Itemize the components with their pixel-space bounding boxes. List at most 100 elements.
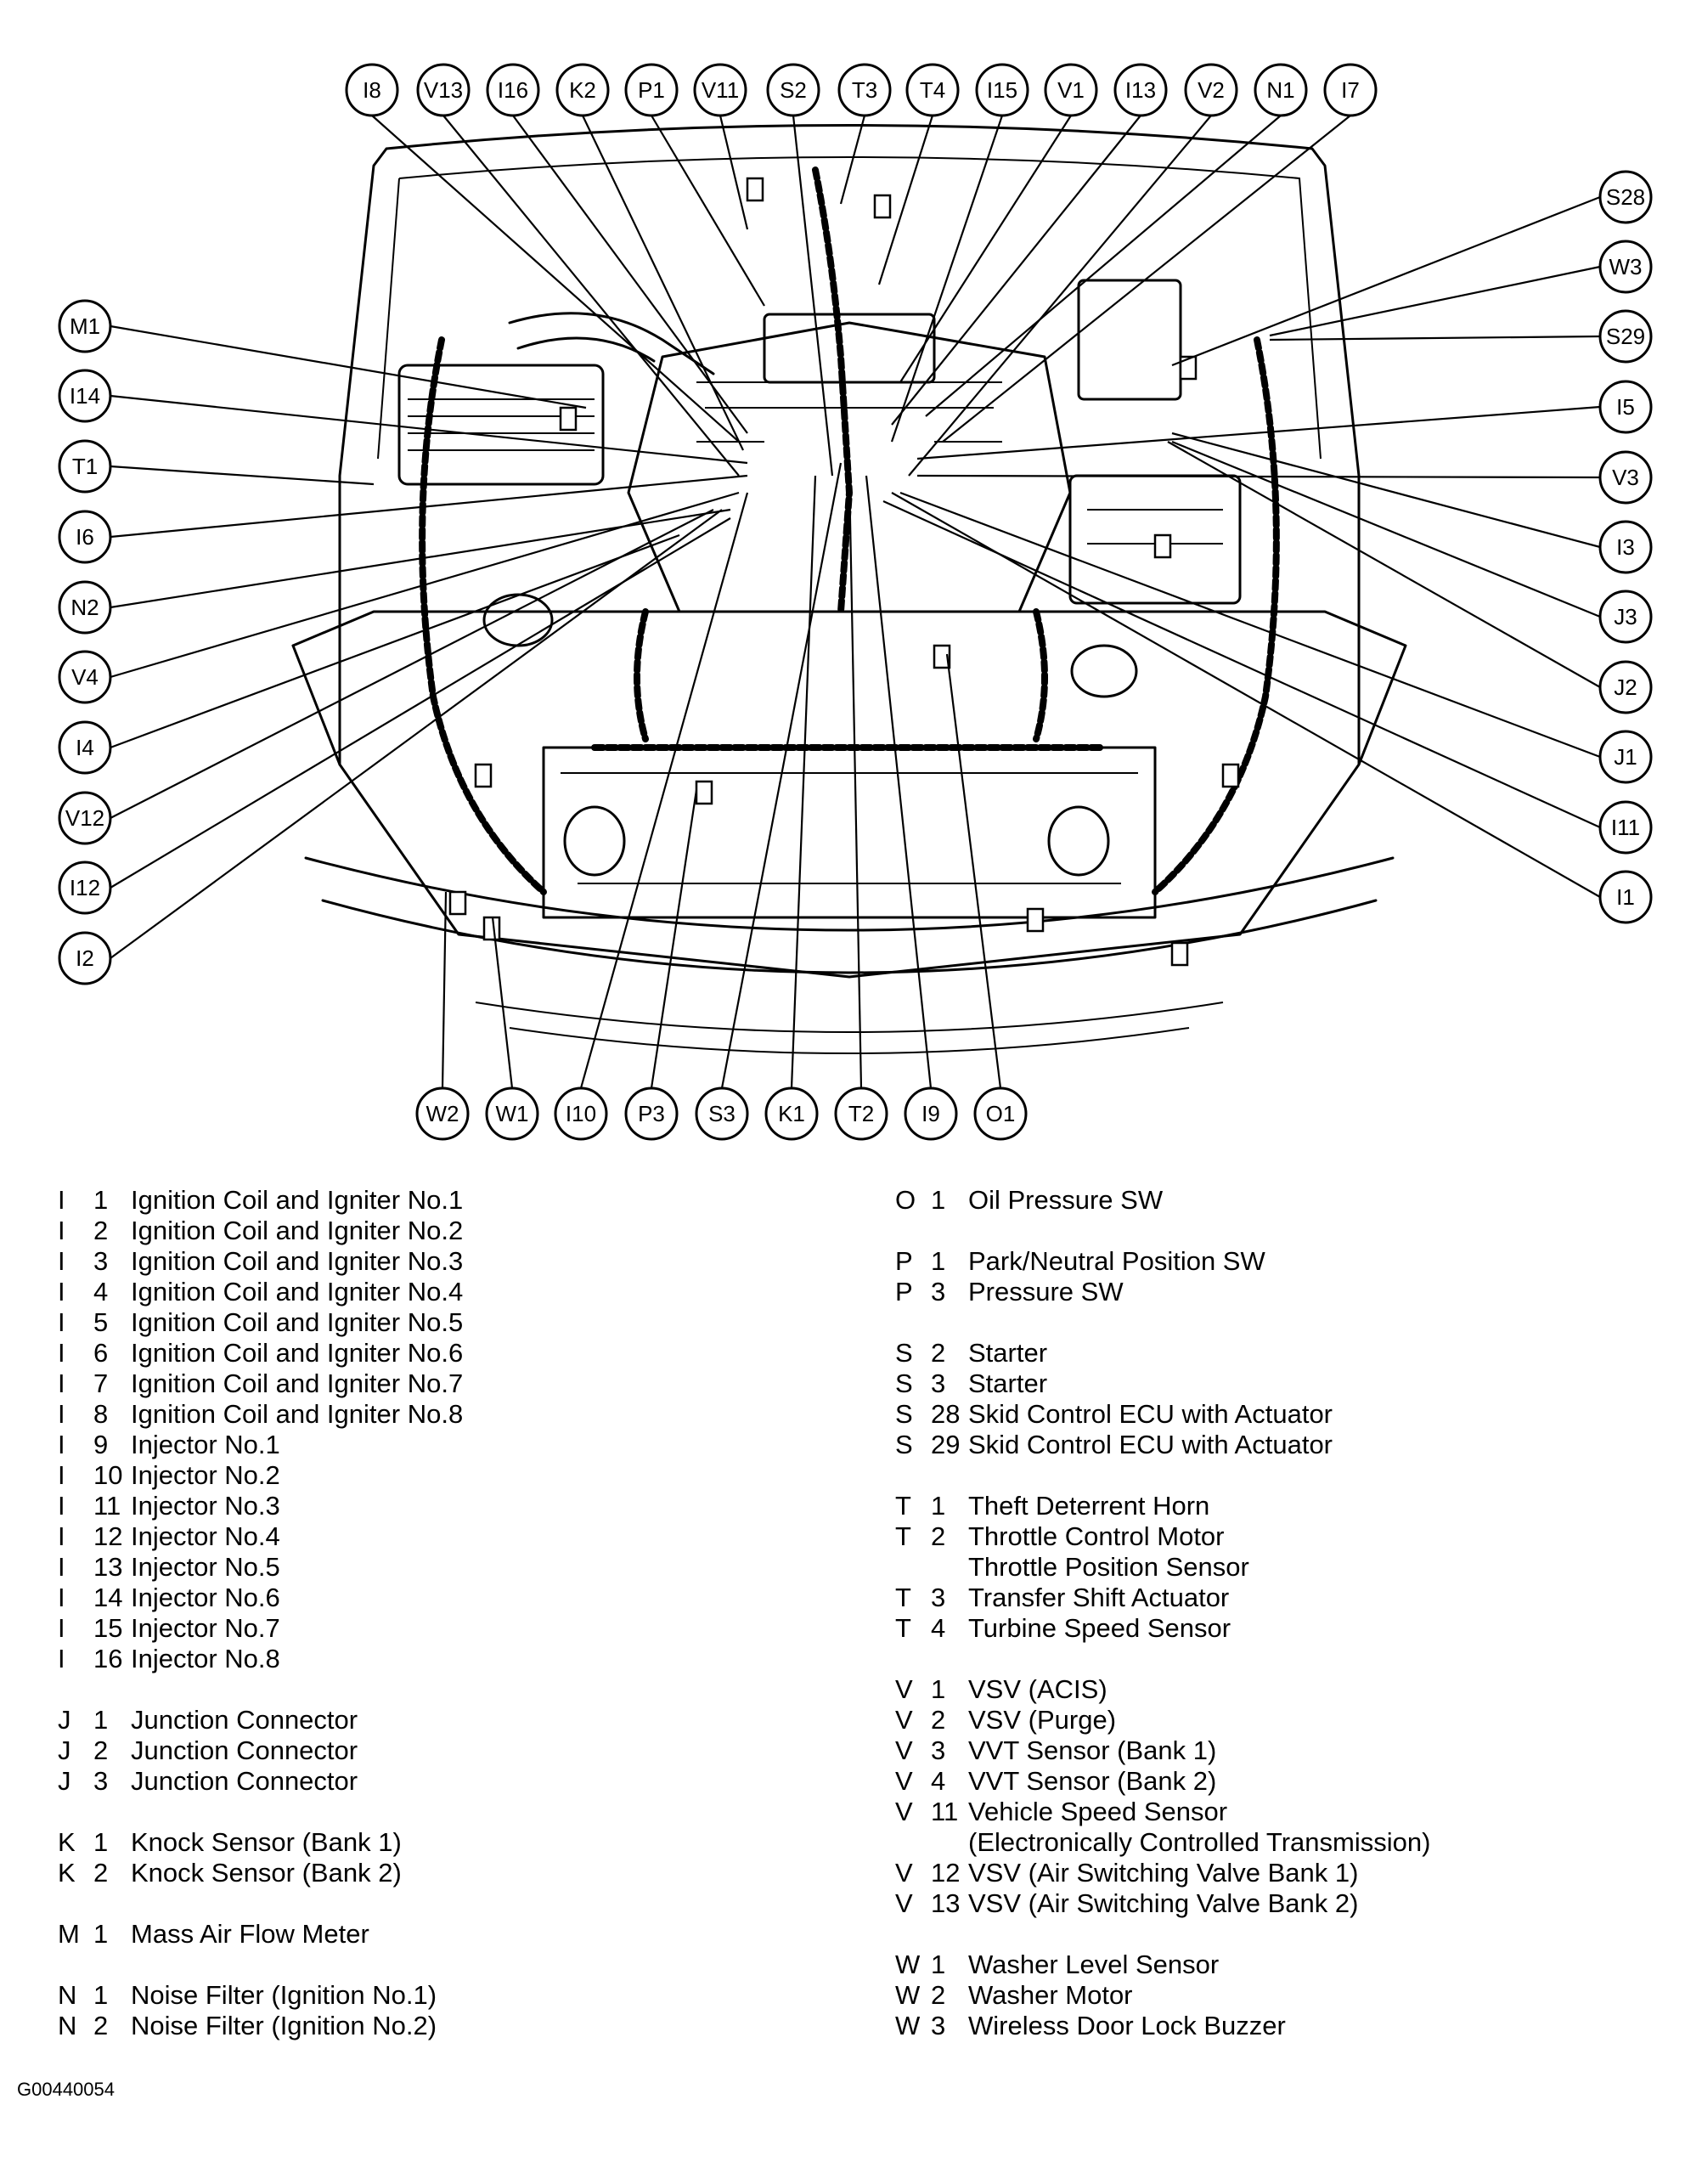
callout-label: I7 — [1341, 77, 1360, 103]
leader-line-i3 — [1171, 432, 1601, 549]
legend-number: 3 — [931, 1735, 946, 1765]
leader-line-i6 — [110, 474, 748, 539]
legend-description: Ignition Coil and Igniter No.8 — [131, 1399, 464, 1429]
leader-line-i4 — [110, 533, 680, 749]
callout-label: S28 — [1606, 184, 1645, 210]
legend-number: 14 — [93, 1583, 123, 1612]
leader-lines — [110, 115, 1601, 1089]
legend-letter: S — [895, 1369, 913, 1398]
callout-i4: I4 — [58, 720, 112, 775]
legend-item: (Electronically Controlled Transmission) — [895, 1827, 1430, 1858]
callout-i15: I15 — [975, 63, 1029, 117]
legend-description: Injector No.6 — [131, 1583, 280, 1612]
legend-description: Injector No.4 — [131, 1521, 280, 1551]
callout-circle — [58, 439, 112, 494]
legend-spacer — [58, 1674, 463, 1705]
callout-label: M1 — [70, 313, 100, 339]
legend-number: 1 — [93, 1185, 109, 1215]
callout-label: I6 — [76, 524, 94, 550]
leader-line-v1 — [899, 115, 1072, 383]
callout-circle — [485, 1086, 539, 1141]
legend-spacer — [895, 1644, 1430, 1674]
callout-label: P1 — [638, 77, 665, 103]
callout-label: J2 — [1614, 674, 1637, 700]
callout-v12: V12 — [58, 791, 112, 845]
legend-letter: J — [58, 1766, 71, 1796]
callout-circle — [624, 1086, 679, 1141]
callout-circle — [904, 1086, 958, 1141]
legend-description: Oil Pressure SW — [968, 1185, 1164, 1215]
legend-number: 1 — [931, 1674, 946, 1704]
legend-number: 4 — [931, 1766, 946, 1796]
leader-line-t1 — [110, 465, 375, 486]
callout-v1: V1 — [1044, 63, 1098, 117]
callout-circle — [1598, 520, 1653, 574]
legend-description: Starter — [968, 1369, 1048, 1398]
legend-number: 4 — [931, 1613, 946, 1643]
callout-circle — [624, 63, 679, 117]
legend-number: 2 — [931, 1980, 946, 2010]
legend-letter: T — [895, 1491, 911, 1521]
legend-description: Turbine Speed Sensor — [968, 1613, 1231, 1643]
callout-t2: T2 — [834, 1086, 888, 1141]
legend-description: Injector No.2 — [131, 1460, 280, 1490]
callout-circle — [837, 63, 892, 117]
leader-line-o1 — [945, 653, 1002, 1089]
callout-label: T4 — [920, 77, 945, 103]
legend-description: Transfer Shift Actuator — [968, 1583, 1230, 1612]
legend-number: 3 — [931, 1369, 946, 1398]
leader-line-p1 — [651, 115, 765, 307]
callout-circle — [1598, 660, 1653, 714]
legend-description: Washer Level Sensor — [968, 1950, 1220, 1979]
legend-number: 13 — [93, 1552, 123, 1582]
legend-description: Noise Filter (Ignition No.2) — [131, 2011, 437, 2040]
callout-i13: I13 — [1113, 63, 1168, 117]
legend-number: 1 — [93, 1980, 109, 2010]
callout-label: I13 — [1125, 77, 1156, 103]
callout-circle — [58, 791, 112, 845]
callout-circle — [693, 63, 747, 117]
legend-description: VSV (Purge) — [968, 1705, 1117, 1735]
callout-s28: S28 — [1598, 170, 1653, 224]
legend-number: 2 — [931, 1338, 946, 1368]
callout-circle — [554, 1086, 608, 1141]
callout-circle — [1598, 730, 1653, 784]
callout-i6: I6 — [58, 510, 112, 564]
legend-letter: I — [58, 1552, 65, 1582]
leader-line-j3 — [1171, 440, 1601, 618]
legend-number: 3 — [931, 2011, 946, 2040]
legend-letter: K — [58, 1858, 76, 1888]
legend-description: Ignition Coil and Igniter No.1 — [131, 1185, 464, 1215]
leader-line-n1 — [925, 115, 1282, 417]
callout-circle — [58, 299, 112, 353]
legend-letter: I — [58, 1216, 65, 1245]
legend-description: Washer Motor — [968, 1980, 1133, 2010]
callout-label: V4 — [71, 664, 99, 690]
legend-description: Pressure SW — [968, 1277, 1124, 1306]
legend-spacer — [895, 1216, 1430, 1246]
legend-number: 2 — [93, 2011, 109, 2040]
legend-description: Throttle Control Motor — [968, 1521, 1225, 1551]
callout-circle — [1598, 450, 1653, 505]
legend-letter: N — [58, 1980, 77, 2010]
